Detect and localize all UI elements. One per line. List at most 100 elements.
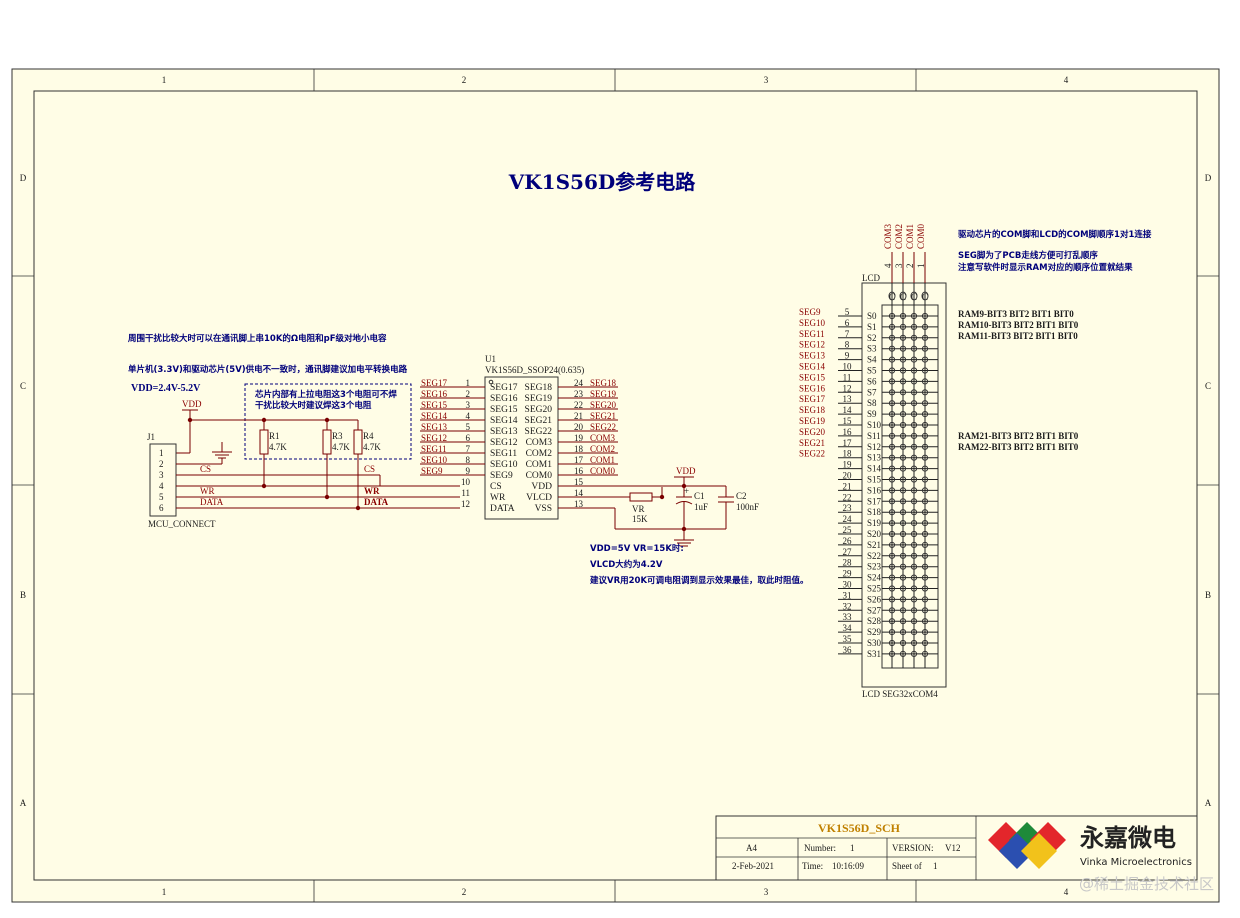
tb-number: 1 (850, 843, 855, 853)
lcd-pin-num: 29 (843, 569, 853, 579)
lcd-seg-net: SEG19 (799, 416, 826, 426)
ram-line-3: RAM11-BIT3 BIT2 BIT1 BIT0 (958, 331, 1078, 341)
frame-col-bottom: 4 (1064, 887, 1069, 897)
lcd-name: LCD SEG32xCOM4 (862, 689, 938, 699)
c1-ref: C1 (694, 491, 705, 501)
lcd-com-head: C (911, 292, 917, 302)
j1-pin-number: 4 (159, 481, 164, 491)
lcd-seg-label: S24 (867, 573, 882, 583)
lcd-seg-label: S8 (867, 398, 877, 408)
border-ticks (12, 69, 1219, 902)
lcd-seg-label: S18 (867, 507, 882, 517)
note-level: 单片机(3.3V)和驱动芯片(5V)供电不一致时，通讯脚建议加电平转换电路 (128, 364, 408, 375)
ground-symbol-right (674, 539, 694, 547)
j1-pin-number: 6 (159, 503, 164, 513)
pullup-box (244, 383, 412, 460)
frame-row-right: A (1205, 798, 1212, 808)
lcd-pin-num: 27 (843, 547, 853, 557)
tb-sheet-label: Sheet of (892, 861, 922, 871)
frame-col-bottom: 1 (162, 887, 167, 897)
note-pullup2: 干扰比较大时建议焊这3个电阻 (255, 400, 372, 411)
chip-u1[interactable] (484, 376, 559, 520)
lcd-pin-num: 22 (843, 492, 852, 502)
j1-name: MCU_CONNECT (148, 519, 216, 529)
lcd-pin-num: 19 (843, 460, 853, 470)
j1-pin-number: 2 (159, 459, 164, 469)
chip-left-pin-num: 2 (466, 389, 471, 399)
frame-row-right: D (1205, 173, 1212, 183)
junctions (187, 417, 361, 511)
lcd-seg-net: SEG22 (799, 449, 825, 459)
lcd-pin-num: 15 (843, 416, 853, 426)
tb-name: VK1S56D_SCH (818, 821, 901, 835)
tb-number-label: Number: (804, 843, 836, 853)
lcd-pin-num: 21 (843, 481, 852, 491)
lcd-seg-label: S22 (867, 551, 881, 561)
tb-time: 10:16:09 (832, 861, 865, 871)
lcd-seg-net: SEG11 (799, 329, 825, 339)
chip-right-pin-num: 23 (574, 389, 584, 399)
note-seg1: SEG脚为了PCB走线方便可打乱顺序 (958, 250, 1098, 261)
chip-left-net: SEG12 (421, 433, 447, 443)
lcd-com-pin-num: 3 (894, 263, 904, 268)
c2-val: 100nF (736, 502, 759, 512)
lcd-pin-num: 8 (845, 340, 850, 350)
frame-row-left: B (20, 590, 26, 600)
lcd-seg-net: SEG10 (799, 318, 826, 328)
chip-left-net: SEG15 (421, 400, 448, 410)
chip-right-pin-num: 24 (574, 378, 584, 388)
lcd-pin-num: 18 (843, 449, 853, 459)
chip-right-pin-name: COM0 (526, 471, 553, 481)
j1-pin-number: 1 (159, 448, 164, 458)
chip-left-net: SEG13 (421, 422, 448, 432)
chip-left-net: SEG9 (421, 466, 443, 476)
chip-right-net: SEG19 (590, 389, 617, 399)
lcd-seg-label: S13 (867, 453, 882, 463)
note-com: 驱动芯片的COM脚和LCD的COM脚顺序1对1连接 (958, 229, 1152, 240)
connector-j1[interactable] (149, 443, 177, 517)
chip-right-net: SEG20 (590, 400, 617, 410)
frame-row-left: A (20, 798, 27, 808)
chip-left-pin-num: 11 (461, 488, 470, 498)
lcd-seg-net: SEG17 (799, 394, 826, 404)
lcd-com-label: COM1 (905, 224, 915, 249)
tb-size: A4 (746, 843, 757, 853)
chip-left-pin-num: 3 (466, 400, 471, 410)
chip-left-pin-num: 10 (461, 477, 471, 487)
chip-left-pin-name: SEG15 (490, 405, 518, 415)
lcd-seg-net: SEG9 (799, 307, 821, 317)
lcd-seg-label: S21 (867, 540, 881, 550)
net-data-left: DATA (200, 497, 224, 507)
lcd-pin-num: 20 (843, 471, 853, 481)
lcd-seg-net: SEG14 (799, 362, 826, 372)
frame-row-right: C (1205, 381, 1211, 391)
lcd-pin-num: 26 (843, 536, 853, 546)
lcd-pin-num: 31 (843, 590, 852, 600)
frame-col-top: 4 (1064, 75, 1069, 85)
chip-right-pin-num: 21 (574, 411, 583, 421)
svg-text:+: + (684, 486, 689, 496)
lcd-seg-label: S20 (867, 529, 882, 539)
ram-line-1: RAM9-BIT3 BIT2 BIT1 BIT0 (958, 309, 1074, 319)
lcd-pin-num: 25 (843, 525, 853, 535)
chip-left-net: SEG11 (421, 444, 447, 454)
lcd-pin-num: 5 (845, 307, 850, 317)
chip-right-pin-name: COM3 (526, 438, 553, 448)
lcd-pin-num: 24 (843, 514, 853, 524)
lcd-seg-label: S27 (867, 605, 882, 615)
vdd-label-right: VDD (676, 466, 696, 476)
c2-ref: C2 (736, 491, 747, 501)
lcd-pin-num: 23 (843, 503, 853, 513)
lcd-pin-num: 12 (843, 383, 852, 393)
chip-left-pin-name: SEG13 (490, 427, 518, 437)
frame-col-bottom: 3 (764, 887, 769, 897)
chip-right-net: COM2 (590, 444, 615, 454)
chip-right-pin-num: 22 (574, 400, 583, 410)
note-vr3: 建议VR用20K可调电阻调到显示效果最佳，取此时阻值。 (589, 575, 809, 586)
chip-right-pin-num: 16 (574, 466, 584, 476)
ram-line-5: RAM22-BIT3 BIT2 BIT1 BIT0 (958, 442, 1079, 452)
chip-left-net: SEG17 (421, 378, 448, 388)
lcd-com-head: C (889, 292, 895, 302)
lcd-panel[interactable] (861, 282, 947, 688)
chip-right-pin-name: VLCD (526, 493, 552, 503)
